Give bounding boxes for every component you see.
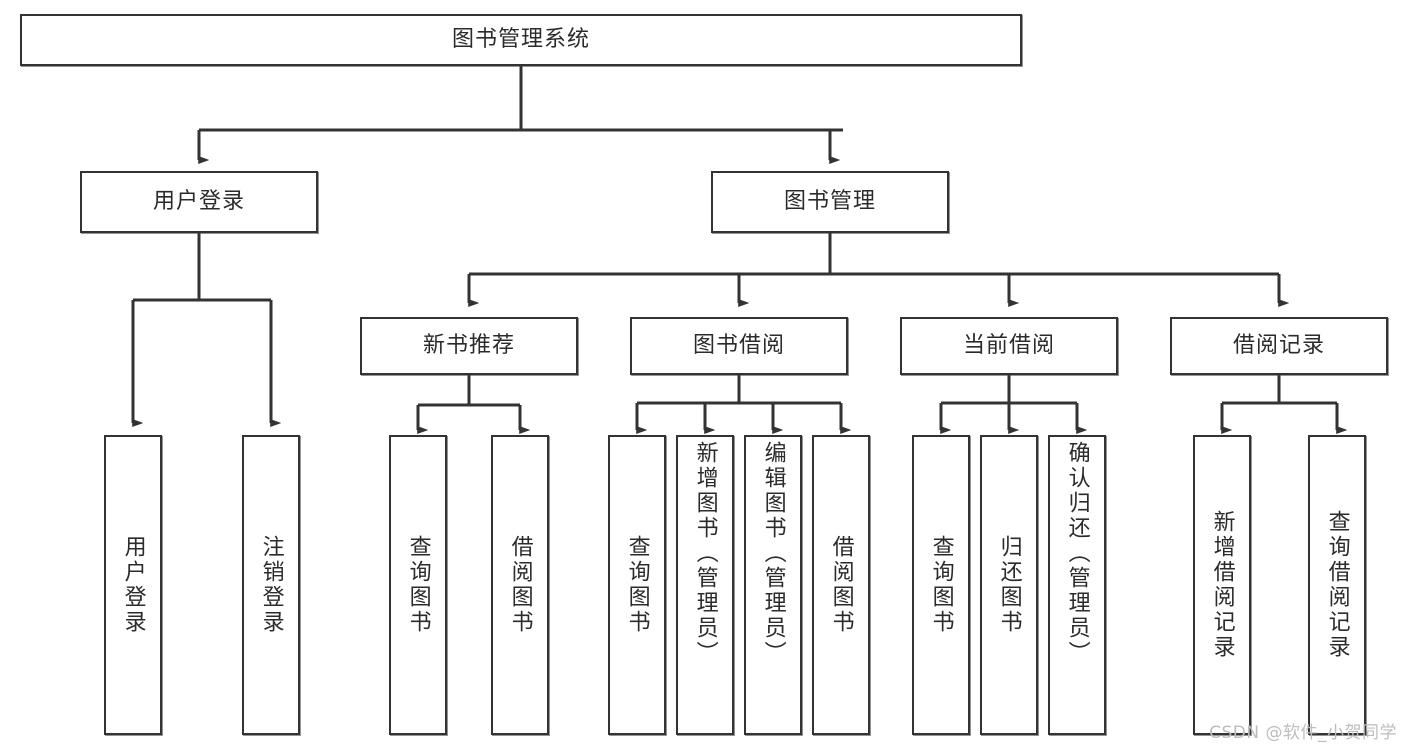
node-book-management[interactable]: 图书管理: [711, 171, 949, 233]
leaf-add-book-admin[interactable]: 新增图书（管理员）: [676, 435, 734, 735]
csdn-watermark: CSDN @软件_小贺同学: [1209, 723, 1397, 743]
node-label: 借阅记录: [1232, 333, 1325, 359]
node-label: 查询图书: [624, 535, 650, 635]
leaf-return-book[interactable]: 归还图书: [980, 435, 1038, 735]
node-label: 图书借阅: [692, 333, 785, 359]
node-label: 查询图书: [928, 535, 954, 635]
node-label: 图书管理系统: [451, 27, 590, 53]
leaf-user-login[interactable]: 用户登录: [104, 435, 162, 735]
node-root-book-management-system[interactable]: 图书管理系统: [20, 14, 1022, 66]
leaf-user-logout[interactable]: 注销登录: [242, 435, 300, 735]
leaf-query-book-new-recommend[interactable]: 查询图书: [389, 435, 447, 735]
leaf-query-book-borrow[interactable]: 查询图书: [608, 435, 666, 735]
node-new-book-recommend[interactable]: 新书推荐: [360, 317, 578, 375]
node-label: 用户登录: [120, 535, 146, 635]
node-label: 新书推荐: [422, 333, 515, 359]
leaf-query-book-current[interactable]: 查询图书: [912, 435, 970, 735]
node-label: 用户登录: [152, 189, 245, 215]
node-label: 图书管理: [783, 189, 876, 215]
node-current-borrow[interactable]: 当前借阅: [900, 317, 1118, 375]
node-label: 确认归还（管理员）: [1064, 441, 1090, 666]
leaf-borrow-book-new-recommend[interactable]: 借阅图书: [491, 435, 549, 735]
node-borrow-record[interactable]: 借阅记录: [1170, 317, 1388, 375]
node-label: 编辑图书（管理员）: [760, 441, 786, 666]
node-label: 注销登录: [258, 535, 284, 635]
node-label: 归还图书: [996, 535, 1022, 635]
leaf-query-borrow-record[interactable]: 查询借阅记录: [1308, 435, 1366, 735]
node-book-borrow[interactable]: 图书借阅: [630, 317, 848, 375]
node-label: 新增图书（管理员）: [692, 441, 718, 666]
node-label: 查询借阅记录: [1324, 510, 1350, 660]
node-label: 借阅图书: [507, 535, 533, 635]
leaf-confirm-return-admin[interactable]: 确认归还（管理员）: [1048, 435, 1106, 735]
node-label: 新增借阅记录: [1209, 510, 1235, 660]
leaf-edit-book-admin[interactable]: 编辑图书（管理员）: [744, 435, 802, 735]
node-user-login[interactable]: 用户登录: [80, 171, 318, 233]
leaf-add-borrow-record[interactable]: 新增借阅记录: [1193, 435, 1251, 735]
node-label: 查询图书: [405, 535, 431, 635]
node-label: 借阅图书: [828, 535, 854, 635]
leaf-borrow-book-borrow[interactable]: 借阅图书: [812, 435, 870, 735]
node-label: 当前借阅: [962, 333, 1055, 359]
